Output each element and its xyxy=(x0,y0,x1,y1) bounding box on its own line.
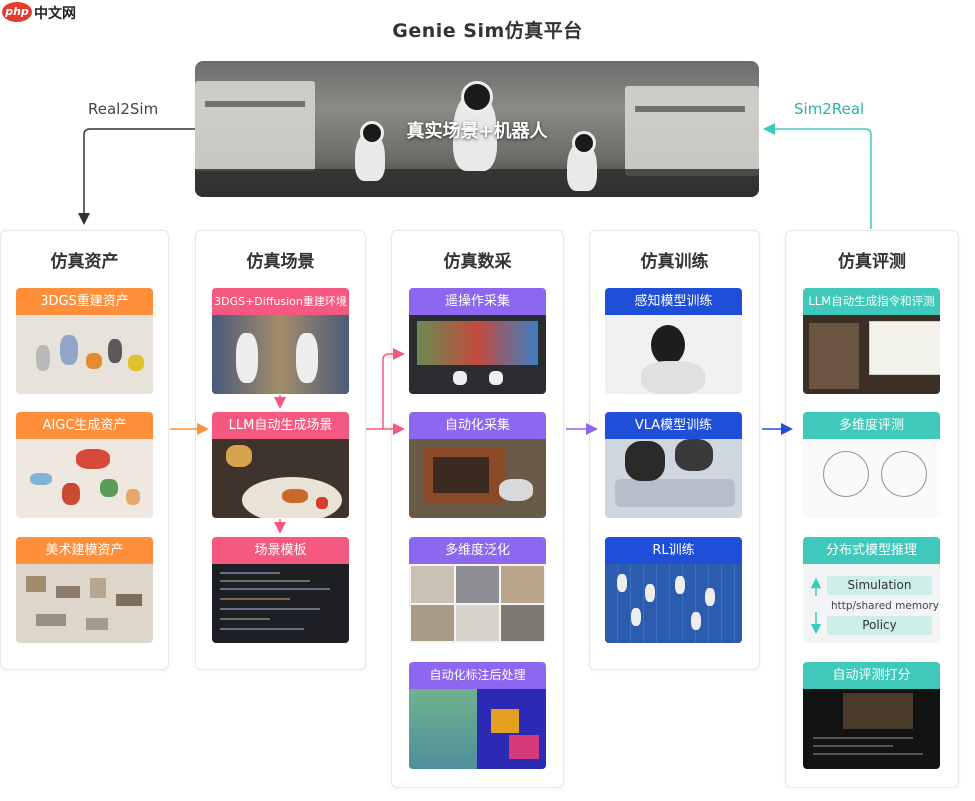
scene-image xyxy=(212,439,349,518)
column-title: 仿真场景 xyxy=(246,252,315,272)
card-art-assets: 美术建模资产 xyxy=(16,537,153,643)
watermark-text: 中文网 xyxy=(34,6,76,22)
vla-image xyxy=(605,439,742,518)
card-auto-annotation: 自动化标注后处理 xyxy=(409,662,546,769)
card-3dgs-diffusion: 3DGS+Diffusion重建环境 xyxy=(212,288,349,394)
policy-box: Policy xyxy=(827,616,932,635)
card-scene-template: 场景模板 xyxy=(212,537,349,643)
card-title: 3DGS重建资产 xyxy=(16,288,153,315)
card-title: 遥操作采集 xyxy=(409,288,546,315)
card-title: 3DGS+Diffusion重建环境 xyxy=(212,288,349,315)
card-vla-training: VLA模型训练 xyxy=(605,412,742,518)
annotation-image xyxy=(409,689,546,769)
simulation-box: Simulation xyxy=(827,576,932,595)
scoring-image xyxy=(803,689,940,769)
card-title: VLA模型训练 xyxy=(605,412,742,439)
card-title: 自动评测打分 xyxy=(803,662,940,689)
column-title: 仿真评测 xyxy=(838,252,906,272)
card-title: 感知模型训练 xyxy=(605,288,742,315)
card-auto-collection: 自动化采集 xyxy=(409,412,546,518)
scene-image xyxy=(212,315,349,394)
real2sim-label: Real2Sim xyxy=(88,100,159,118)
site-watermark: php 中文网 xyxy=(2,2,84,24)
card-title: AIGC生成资产 xyxy=(16,412,153,439)
generalization-grid-image xyxy=(409,564,546,643)
hero-caption: 真实场景+机器人 xyxy=(406,121,548,142)
card-auto-scoring: 自动评测打分 xyxy=(803,662,940,769)
card-title: 场景模板 xyxy=(212,537,349,564)
column-title: 仿真资产 xyxy=(50,252,119,272)
real2sim-arrow xyxy=(78,128,195,225)
llm-eval-image xyxy=(803,315,940,394)
card-rl-training: RL训练 xyxy=(605,537,742,643)
robot-image xyxy=(605,315,742,394)
assets-image xyxy=(16,315,153,394)
card-perception-training: 感知模型训练 xyxy=(605,288,742,394)
card-teleop: 遥操作采集 xyxy=(409,288,546,394)
card-title: RL训练 xyxy=(605,537,742,564)
radar-charts-image xyxy=(803,439,940,518)
scene-to-teleop-arrow xyxy=(366,348,405,430)
column-title: 仿真数采 xyxy=(443,252,512,272)
sim2real-arrow xyxy=(763,123,872,229)
assets-image xyxy=(16,564,153,643)
teleop-image xyxy=(409,315,546,394)
card-title: 自动化标注后处理 xyxy=(409,662,546,689)
php-logo: php xyxy=(2,2,32,22)
code-image xyxy=(212,564,349,643)
assets-image xyxy=(16,439,153,518)
hero-image: 真实场景+机器人 xyxy=(195,61,759,197)
sim2real-label: Sim2Real xyxy=(794,100,865,118)
rl-image xyxy=(605,564,742,643)
card-title: 多维度泛化 xyxy=(409,537,546,564)
card-title: LLM自动生成指令和评测 xyxy=(803,288,940,315)
card-3dgs-assets: 3DGS重建资产 xyxy=(16,288,153,394)
transport-label: http/shared memory xyxy=(830,600,940,612)
card-title: 自动化采集 xyxy=(409,412,546,439)
card-multi-eval: 多维度评测 xyxy=(803,412,940,518)
card-llm-scene: LLM自动生成场景 xyxy=(212,412,349,518)
card-aigc-assets: AIGC生成资产 xyxy=(16,412,153,518)
auto-collection-image xyxy=(409,439,546,518)
card-title: 美术建模资产 xyxy=(16,537,153,564)
card-multi-generalization: 多维度泛化 xyxy=(409,537,546,643)
card-title: 分布式模型推理 xyxy=(803,537,940,564)
card-llm-eval: LLM自动生成指令和评测 xyxy=(803,288,940,394)
card-title: 多维度评测 xyxy=(803,412,940,439)
card-title: LLM自动生成场景 xyxy=(212,412,349,439)
page-title: Genie Sim仿真平台 xyxy=(392,20,583,42)
column-title: 仿真训练 xyxy=(640,252,709,272)
